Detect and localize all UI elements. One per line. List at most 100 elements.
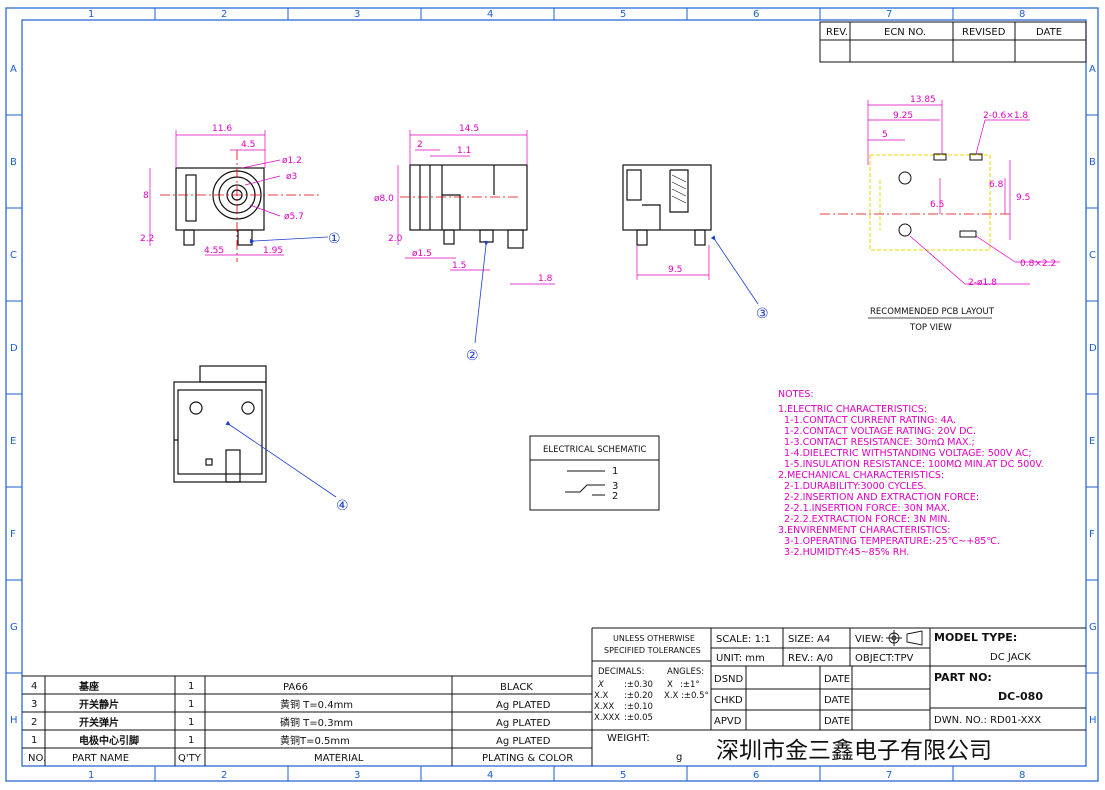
angle-x-key: X (667, 680, 673, 690)
pcb-dim-h2: 9.5 (1016, 193, 1030, 203)
pcb-dim-h1: 6.8 (989, 180, 1004, 190)
rear-dim-width: 9.5 (668, 265, 682, 275)
view-field: VIEW: (855, 634, 884, 645)
angles-label: ANGLES: (667, 667, 704, 677)
projection-icon (886, 630, 923, 646)
zone-row-e-right: E (1089, 436, 1095, 447)
zone-col-3-bottom: 3 (354, 770, 360, 781)
side-dim-length: 14.5 (459, 124, 479, 134)
model-type-value: DC JACK (990, 652, 1031, 663)
ecn-header: ECN NO. (884, 27, 926, 38)
note-line: 1-4.DIELECTRIC WITHSTANDING VOLTAGE: 500… (778, 448, 1032, 459)
note-line: 2-2.2.EXTRACTION FORCE: 3N MIN. (778, 514, 950, 525)
apvd-label: APVD (714, 716, 742, 727)
front-dim-d2: ø3 (286, 172, 297, 182)
schematic-title: ELECTRICAL SCHEMATIC (543, 445, 646, 455)
note-line: 1-3.CONTACT RESISTANCE: 30mΩ MAX.; (778, 437, 975, 448)
bom-row-4-no: 4 (31, 681, 37, 692)
balloon-2: ② (466, 348, 479, 364)
notes-block: NOTES: 1.ELECTRIC CHARACTERISTICS: 1-1.C… (778, 389, 1044, 558)
zone-row-h-right: H (1089, 715, 1097, 726)
revision-block: REV. ECN NO. REVISED DATE (819, 21, 1087, 63)
bom-row-2-material: 磷铜 T=0.3mm (280, 716, 353, 729)
front-dim-pin2: 1.95 (263, 246, 283, 256)
tolerance-title-1: UNLESS OTHERWISE (613, 634, 695, 643)
dsnd-date-label: DATE (824, 674, 850, 685)
note-line: 2-2.1.INSERTION FORCE: 30N MAX. (778, 503, 950, 514)
weight-label: WEIGHT: (607, 733, 650, 744)
bom-row-1-no: 1 (31, 735, 37, 746)
pcb-dim-holes: 2-ø1.8 (968, 278, 997, 288)
side-dim-a: 2 (417, 140, 423, 150)
bottom-view: ④ (173, 365, 349, 514)
note-line: 3-1.OPERATING TEMPERATURE:-25℃~+85℃. (778, 536, 1000, 547)
bom-header-no: NO. (28, 753, 46, 764)
zone-row-c-right: C (1089, 250, 1096, 261)
side-dim-d: 1.8 (538, 274, 553, 284)
unit-field: UNIT: mm (716, 653, 765, 664)
tol-xxx-val: :±0.10 (624, 702, 653, 712)
front-dim-inner: 4.5 (241, 140, 255, 150)
chkd-label: CHKD (714, 695, 743, 706)
bom-row-2-qty: 1 (188, 717, 194, 728)
note-line: 3.ENVIRENMENT CHARACTERISTICS: (778, 525, 950, 536)
tol-x-key: X (597, 680, 604, 690)
zone-row-f: F (10, 529, 16, 540)
side-dim-b: 1.1 (457, 146, 471, 156)
zone-row-c: C (10, 250, 17, 261)
schematic-pin-3: 3 (612, 481, 618, 492)
side-dim-pin-dia: ø1.5 (412, 249, 432, 259)
note-line: 3-2.HUMIDTY:45~85% RH. (778, 547, 909, 558)
front-dim-d3: ø5.7 (284, 212, 304, 222)
sheet-frame (5, 7, 1099, 782)
rev-field: REV.: A/0 (788, 653, 833, 664)
chkd-date-label: DATE (824, 695, 850, 706)
zone-col-7: 7 (886, 9, 892, 20)
bom-row-3-plating: Ag PLATED (496, 700, 551, 711)
zone-row-h: H (10, 715, 18, 726)
zone-col-4: 4 (487, 9, 493, 20)
zone-row-g: G (10, 622, 18, 633)
tol-xxxx-key: X.XXX (594, 713, 620, 723)
bom-row-4-plating: BLACK (500, 682, 533, 693)
tol-x-val: :±0.30 (624, 680, 653, 690)
company-name: 深圳市金三鑫电子有限公司 (716, 738, 992, 764)
zone-row-a-right: A (1089, 64, 1096, 75)
zone-col-1-bottom: 1 (88, 770, 94, 781)
notes-heading: NOTES: (778, 389, 814, 400)
bom-row-1-plating: Ag PLATED (496, 736, 551, 747)
tol-xxxx-val: :±0.05 (624, 713, 653, 723)
pcb-dim-slot-side: 0.8×2.2 (1020, 259, 1056, 269)
bom-row-4-name: 基座 (78, 680, 99, 693)
tol-xx-val: :±0.20 (624, 691, 653, 701)
bom-row-1-name: 电极中心引脚 (79, 734, 139, 747)
zone-col-4-bottom: 4 (487, 770, 493, 781)
zone-col-2: 2 (221, 9, 227, 20)
weight-unit: g (676, 752, 682, 763)
tolerance-title-2: SPECIFIED TOLERANCES (604, 646, 701, 655)
side-view: 14.5 2 1.1 ø8.0 2.0 ø1.5 1.5 1.8 ② (374, 124, 555, 364)
part-no-value: DC-080 (998, 690, 1043, 703)
bom-row-4-material: PA66 (283, 682, 308, 693)
tol-xxx-key: X.XX (594, 702, 614, 712)
angle-xx-key: X.X (664, 691, 679, 701)
pcb-dim-mid: 6.5 (930, 200, 944, 210)
angle-x-val: :±1° (680, 680, 700, 690)
bom-row-3-no: 3 (31, 699, 37, 710)
zone-col-2-bottom: 2 (221, 770, 227, 781)
bom-row-2-name: 开关弹片 (79, 716, 119, 729)
zone-col-1: 1 (88, 9, 94, 20)
zone-col-7-bottom: 7 (886, 770, 892, 781)
zone-col-5: 5 (620, 9, 626, 20)
size-field: SIZE: A4 (788, 634, 830, 645)
bom-row-2-no: 2 (31, 717, 37, 728)
front-dim-pin1: 4.55 (204, 246, 224, 256)
rev-header: REV. (826, 27, 848, 38)
bom-table: 4 基座 1 PA66 BLACK 3 开关静片 1 黄铜 T=0.4mm Ag… (22, 628, 593, 766)
schematic-pin-2: 2 (612, 491, 618, 502)
pcb-dim-w2: 9.25 (893, 111, 913, 121)
dsnd-label: DSND (714, 674, 744, 685)
zone-col-8-bottom: 8 (1019, 770, 1025, 781)
decimals-label: DECIMALS: (598, 667, 645, 677)
